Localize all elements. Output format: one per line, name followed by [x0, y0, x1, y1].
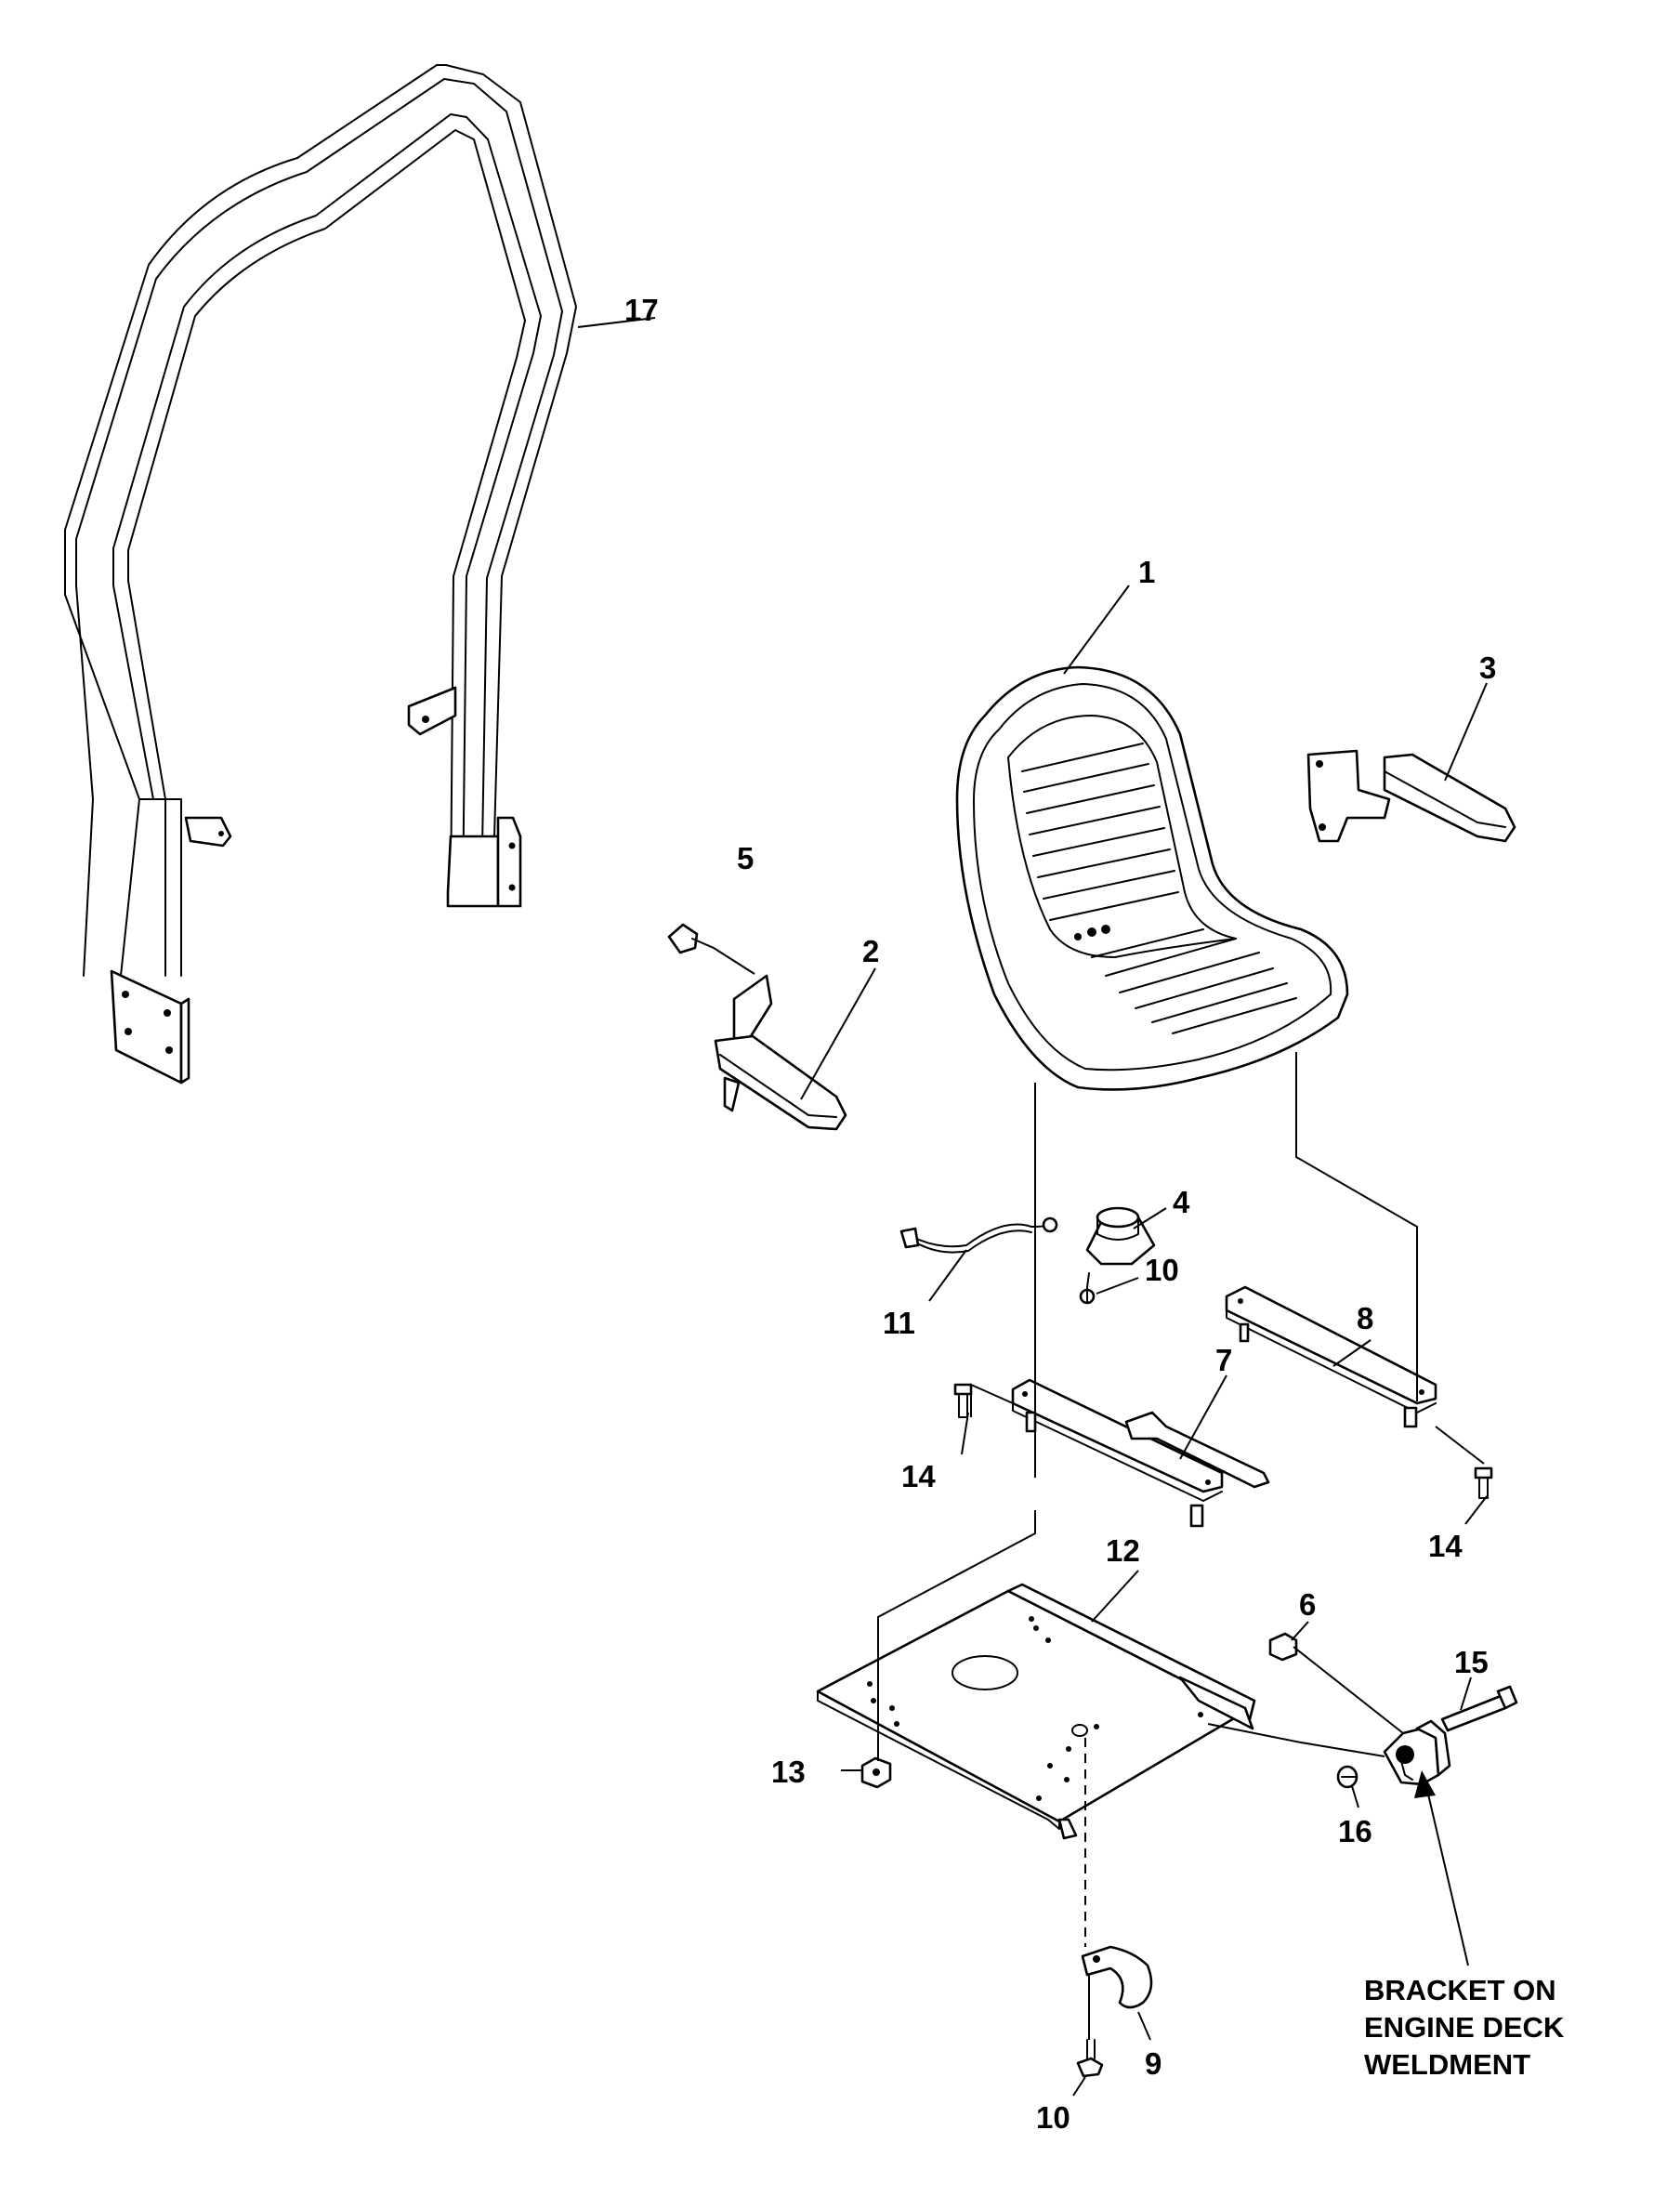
- seat: [955, 665, 1349, 1091]
- bolt-5: [667, 923, 755, 975]
- slide-rail-right: [1225, 1285, 1437, 1428]
- seat-switch: [1085, 1206, 1156, 1266]
- slide-rail-left: [1011, 1378, 1270, 1528]
- callout-16: 16: [1338, 1814, 1372, 1848]
- base-plate-holes: [867, 1616, 1203, 1801]
- bolt-14-right: [1474, 1466, 1493, 1499]
- callout-3: 3: [1479, 651, 1496, 685]
- bracket-note-arrow: [1414, 1770, 1469, 1966]
- callout-2: 2: [862, 934, 879, 968]
- callout-4: 4: [1173, 1185, 1190, 1219]
- callout-13: 13: [771, 1755, 806, 1789]
- callout-labels: 1 3 5 2 4 10 11 8 7 14 14 12 6 15 13 16 …: [624, 293, 1496, 2135]
- screw-10-upper: [1079, 1272, 1096, 1305]
- seat-base-plate: [816, 1583, 1256, 1840]
- wire-harness: [899, 1216, 1058, 1254]
- nut-13: [860, 1756, 892, 1789]
- bolt-14-left: [953, 1383, 973, 1418]
- callout-1: 1: [1138, 555, 1155, 589]
- callout-10-lower: 10: [1036, 2100, 1070, 2135]
- seat-ribs: [1021, 743, 1297, 1034]
- armrest-right: [1306, 749, 1516, 843]
- pin-15: [1440, 1685, 1518, 1732]
- armrest-left: [714, 974, 847, 1131]
- callout-12: 12: [1106, 1533, 1140, 1568]
- engine-deck-hinge-bracket: [1383, 1719, 1451, 1786]
- callout-6: 6: [1299, 1587, 1316, 1622]
- screw-10-lower: [1076, 2039, 1104, 2078]
- note-line-1: BRACKET ON: [1364, 1974, 1556, 2006]
- callout-11: 11: [883, 1306, 915, 1340]
- note-line-3: WELDMENT: [1364, 2048, 1530, 2081]
- clip-16: [1336, 1765, 1358, 1789]
- callout-14-left: 14: [901, 1459, 936, 1493]
- callout-8: 8: [1357, 1301, 1373, 1335]
- callout-9: 9: [1145, 2046, 1162, 2081]
- note-line-2: ENGINE DECK: [1364, 2011, 1565, 2044]
- callout-15: 15: [1454, 1645, 1489, 1679]
- assembly-lines: [877, 1052, 1485, 2040]
- callout-17: 17: [624, 293, 659, 327]
- callout-7: 7: [1215, 1343, 1232, 1377]
- callout-leaders: [577, 317, 1488, 2097]
- bracket-note: BRACKET ON ENGINE DECK WELDMENT: [1364, 1974, 1565, 2081]
- callout-5: 5: [737, 841, 754, 875]
- clamp-9: [1081, 1945, 1153, 2009]
- rops-roll-bar: [64, 64, 577, 1085]
- callout-10-upper: 10: [1145, 1253, 1179, 1287]
- callout-14-right: 14: [1428, 1529, 1463, 1563]
- bushing-6: [1268, 1632, 1298, 1662]
